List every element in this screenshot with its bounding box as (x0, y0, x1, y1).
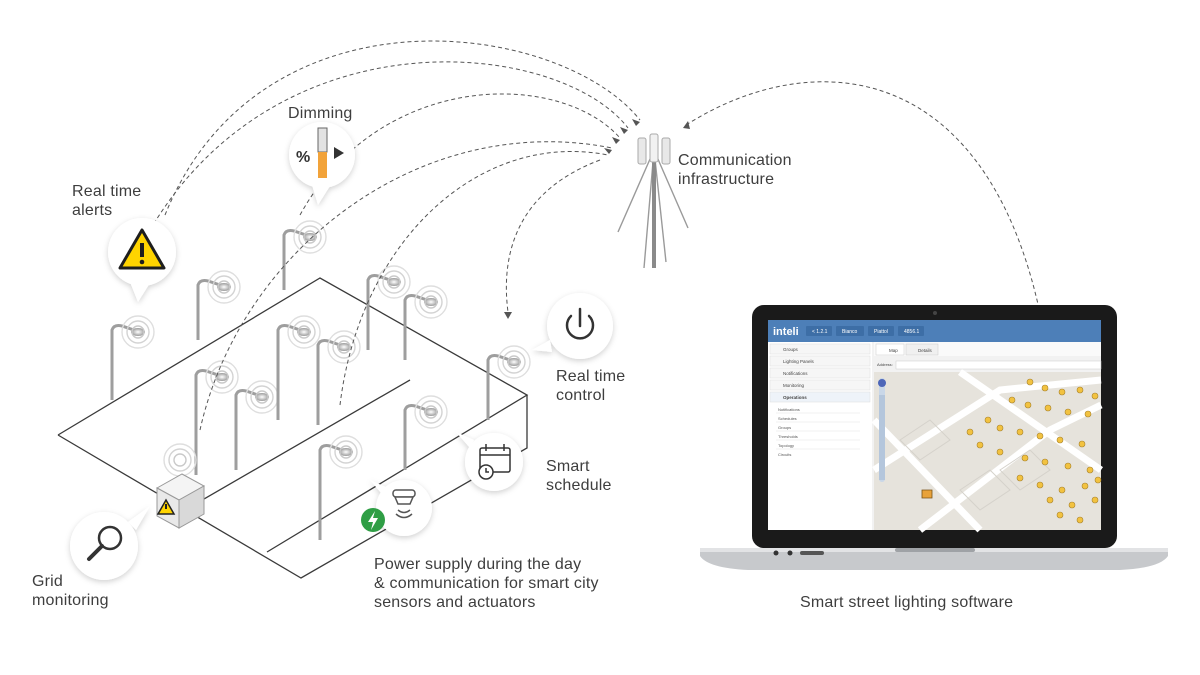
software-tab: Details (918, 348, 933, 353)
grid-cabinet (155, 473, 206, 529)
control-label-line: control (556, 387, 606, 404)
street-lamp (316, 330, 361, 425)
magnifier-icon (87, 525, 123, 561)
communication-tower-icon (617, 133, 689, 269)
signal-rings (163, 443, 197, 477)
street-lamp (234, 380, 279, 470)
alerts-label: Real time alerts (72, 182, 141, 220)
software-submenu-item: Thresholds (778, 434, 798, 439)
control-label-line: Real time (556, 368, 626, 385)
software-logo: inteli (773, 326, 799, 338)
control-label: Real time control (556, 367, 625, 405)
schedule-label: Smart schedule (546, 457, 612, 495)
power-supply-icon (361, 508, 385, 532)
street-lamp (110, 315, 155, 400)
grid-label: Grid monitoring (32, 572, 109, 610)
street-lamp (318, 435, 363, 540)
power-icon (565, 307, 595, 340)
software-menu-item: Operations (783, 395, 807, 400)
street-lamp (486, 345, 531, 420)
street-lamp (403, 395, 448, 470)
software-menu-item: Lighting Panels (783, 359, 815, 364)
alerts-label-line: alerts (72, 202, 113, 219)
software-label-text: Smart street lighting software (800, 594, 1014, 611)
software-submenu-item: Notifications (778, 407, 800, 412)
street-lamp (282, 220, 327, 290)
infrastructure-label-line: Communication (678, 152, 792, 169)
grid-label-line: Grid (32, 573, 64, 590)
grid-bubble (70, 506, 150, 580)
software-submenu-item: Topology (778, 443, 794, 448)
grid-label-line: monitoring (32, 592, 109, 609)
schedule-bubble (456, 432, 523, 491)
software-menu-item: Monitoring (783, 383, 805, 388)
schedule-label-line: Smart (546, 458, 590, 475)
power-label-line: sensors and actuators (374, 594, 536, 611)
software-submenu-item: Circuits (778, 452, 791, 457)
software-header (768, 320, 1101, 342)
street-lamps (110, 220, 531, 540)
laptop: inteli < 1.2.1 Bianco Piattol 4856.1 Gro… (700, 305, 1168, 570)
software-toolbar-item: 4856.1 (904, 329, 920, 335)
software-submenu-item: Groups (778, 425, 791, 430)
calendar-icon (478, 444, 511, 480)
software-toolbar-item: Piattol (874, 329, 888, 335)
power-label-line: & communication for smart city (374, 575, 599, 592)
dimming-icon: % (296, 127, 344, 178)
software-toolbar-item: < 1.2.1 (812, 329, 828, 335)
alerts-label-line: Real time (72, 183, 142, 200)
infrastructure-label: Communication infrastructure (678, 151, 792, 189)
software-label: Smart street lighting software (800, 593, 1013, 612)
street-lamp (194, 360, 239, 475)
street-lamp (366, 265, 411, 350)
selected-marker (921, 489, 933, 499)
dimming-label: Dimming (288, 104, 353, 123)
street-lamp (196, 270, 241, 340)
infrastructure-label-line: infrastructure (678, 171, 775, 188)
software-toolbar-item: Bianco (842, 329, 858, 335)
sensor-icon (392, 489, 416, 519)
software-submenu-item: Schedules (778, 416, 797, 421)
software-menu-item: Groups (783, 347, 799, 352)
software-address-label: Address: (877, 362, 893, 367)
software-menu-item: Notifications (783, 371, 808, 376)
street-lamp (276, 315, 321, 420)
percent-glyph: % (296, 149, 310, 166)
power-label-line: Power supply during the day (374, 556, 582, 573)
sensor-bubble (370, 480, 432, 536)
software-tab: Map (889, 348, 898, 353)
schedule-label-line: schedule (546, 477, 612, 494)
street-lamp (403, 285, 448, 360)
power-label: Power supply during the day & communicat… (374, 555, 599, 612)
dimming-label-text: Dimming (288, 105, 353, 122)
control-bubble (532, 293, 613, 359)
warning-icon (118, 228, 166, 270)
